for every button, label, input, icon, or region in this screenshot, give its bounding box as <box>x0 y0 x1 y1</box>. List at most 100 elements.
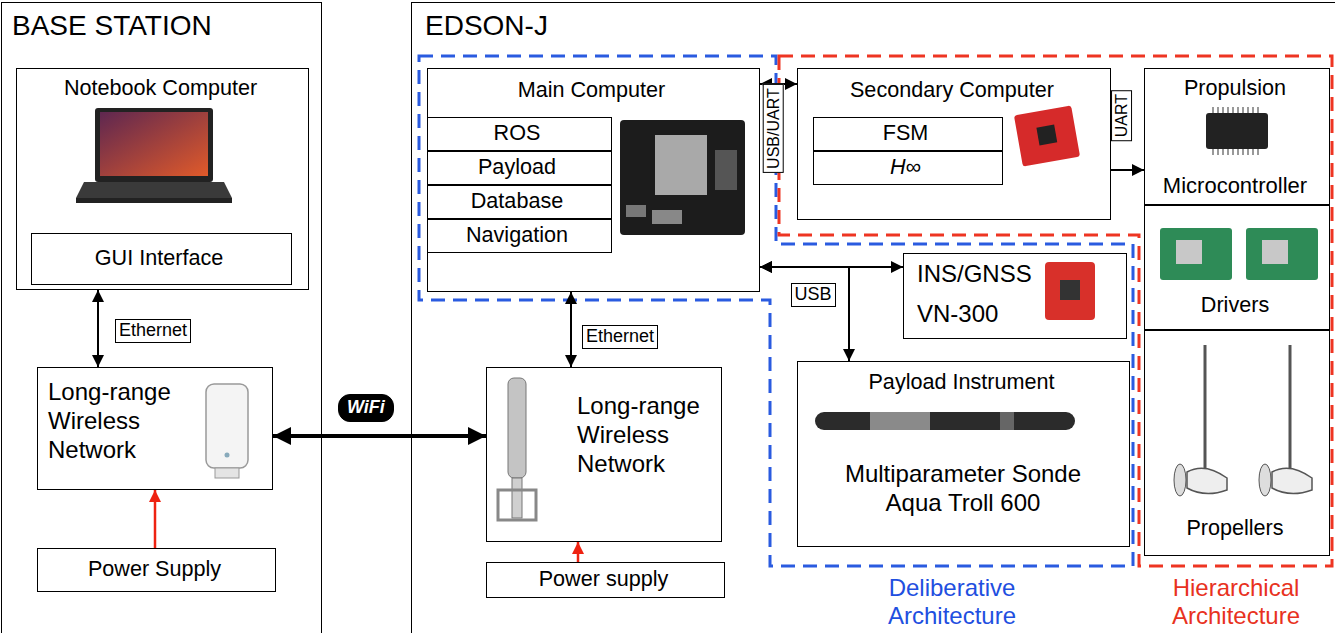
box-title: Payload <box>428 154 607 180</box>
architecture-label: Deliberative Architecture <box>857 574 1047 629</box>
antenna-illustration <box>498 378 536 520</box>
box-subtext: VN-300 <box>917 300 998 329</box>
illustration-part <box>1176 240 1202 264</box>
box-title: Main Computer <box>428 77 755 103</box>
box-title: ROS <box>428 120 607 146</box>
hierarchical-outline <box>779 56 1332 566</box>
component-box: Navigation <box>427 219 612 253</box>
connection-label: Ethernet <box>115 319 191 343</box>
architecture-label: Hierarchical Architecture <box>1141 574 1331 629</box>
illustration-part <box>652 210 682 224</box>
box-title: Drivers <box>1145 292 1325 318</box>
illustration-part <box>1000 412 1014 430</box>
box-title: Secondary Computer <box>798 77 1106 103</box>
box-title: H∞ <box>814 154 998 180</box>
component-box: Payload InstrumentMultiparameter Sonde A… <box>797 361 1130 547</box>
box-title: Propellers <box>1145 515 1325 541</box>
illustration-part <box>1206 113 1268 149</box>
connector-arrow <box>154 490 157 548</box>
component-box: ROS <box>427 117 612 151</box>
illustration-part <box>508 378 526 478</box>
box-title: Navigation <box>428 222 607 248</box>
connector-arrow <box>273 434 486 438</box>
illustration-part <box>1036 125 1057 146</box>
launchpad-illustration <box>1014 105 1080 166</box>
system-panel: EDSON-J Main ComputerROS PayloadDatabaseNa… <box>411 2 1335 633</box>
illustration-part <box>206 384 248 468</box>
illustration-part <box>1014 105 1080 166</box>
connection-label: UART <box>1111 89 1132 140</box>
component-box: Database <box>427 185 612 219</box>
illustration-part <box>1246 228 1318 280</box>
sonde-illustration <box>815 412 1075 430</box>
illustration-part <box>626 205 646 217</box>
component-box: FSM <box>813 117 1003 151</box>
component-box: Propellers <box>1144 330 1330 556</box>
box-title: Notebook Computer <box>17 75 304 101</box>
component-box: PropulsionMicrocontroller <box>1144 68 1330 205</box>
component-box: INS/GNSS VN-300 <box>903 253 1127 339</box>
illustration-part <box>1272 468 1312 493</box>
component-box: Drivers <box>1144 205 1330 330</box>
component-box: Power Supply <box>37 548 276 592</box>
box-title: GUI Interface <box>32 245 287 271</box>
component-box: Long-range Wireless Network <box>486 367 722 542</box>
connection-label: USB <box>791 283 836 307</box>
illustration-part <box>1262 240 1288 264</box>
illustration-part <box>1204 345 1207 468</box>
radio-illustration <box>206 384 248 478</box>
illustration-part <box>225 453 230 458</box>
connector-arrow <box>577 542 580 562</box>
component-box: Long-range Wireless Network <box>37 367 273 490</box>
illustration-part <box>76 182 232 198</box>
driver-boards-illustration <box>1160 228 1318 280</box>
box-title: Long-range Wireless Network <box>577 392 717 478</box>
illustration-part <box>1060 280 1080 300</box>
illustration-part <box>870 412 930 430</box>
box-subtext: Multiparameter Sonde Aqua Troll 600 <box>828 460 1098 518</box>
computer-board-illustration <box>620 120 745 235</box>
connection-label: Ethernet <box>582 325 658 349</box>
box-title: Power Supply <box>38 556 271 582</box>
laptop-illustration <box>76 108 232 203</box>
illustration-part <box>76 198 232 203</box>
box-title: Long-range Wireless Network <box>48 378 198 464</box>
illustration-part <box>1212 107 1262 113</box>
illustration-part <box>620 120 745 235</box>
illustration-part <box>1289 345 1292 468</box>
box-subtext: Microcontroller <box>1145 173 1325 199</box>
box-title: Database <box>428 188 607 214</box>
illustration-part <box>1212 149 1262 155</box>
box-title: FSM <box>814 120 998 146</box>
connector-arrow <box>760 267 849 361</box>
component-box: Power supply <box>486 562 725 598</box>
box-title: Propulsion <box>1145 75 1325 101</box>
wifi-badge: WiFi <box>338 394 394 422</box>
illustration-part <box>1174 464 1186 496</box>
illustration-part <box>215 468 239 478</box>
illustration-part <box>715 150 737 190</box>
deliberative-outline <box>419 56 1133 566</box>
connection-label: USB/UART <box>762 84 783 173</box>
chip-illustration <box>1206 110 1268 152</box>
connector-arrow <box>570 292 572 367</box>
illustration-part <box>498 490 536 520</box>
system-panel: BASE STATIONNotebook ComputerGUI Interfa… <box>1 2 322 633</box>
connector-arrow <box>1111 169 1144 171</box>
propeller-illustration <box>1174 345 1312 496</box>
component-box: Secondary ComputerFSM H∞ <box>797 68 1111 220</box>
illustration-part <box>1045 262 1095 320</box>
component-box: GUI Interface <box>31 233 292 285</box>
component-box: Payload <box>427 151 612 185</box>
illustration-part <box>1259 464 1271 496</box>
box-title: Power supply <box>487 566 720 592</box>
illustration-part <box>512 478 522 518</box>
illustration-part <box>100 112 208 176</box>
illustration-part <box>655 135 707 195</box>
box-title: Payload Instrument <box>798 369 1125 395</box>
ins-board-illustration <box>1045 262 1095 320</box>
box-title: INS/GNSS <box>917 260 1032 289</box>
box-title: EDSON-J <box>425 9 548 43</box>
component-box: H∞ <box>813 151 1003 185</box>
